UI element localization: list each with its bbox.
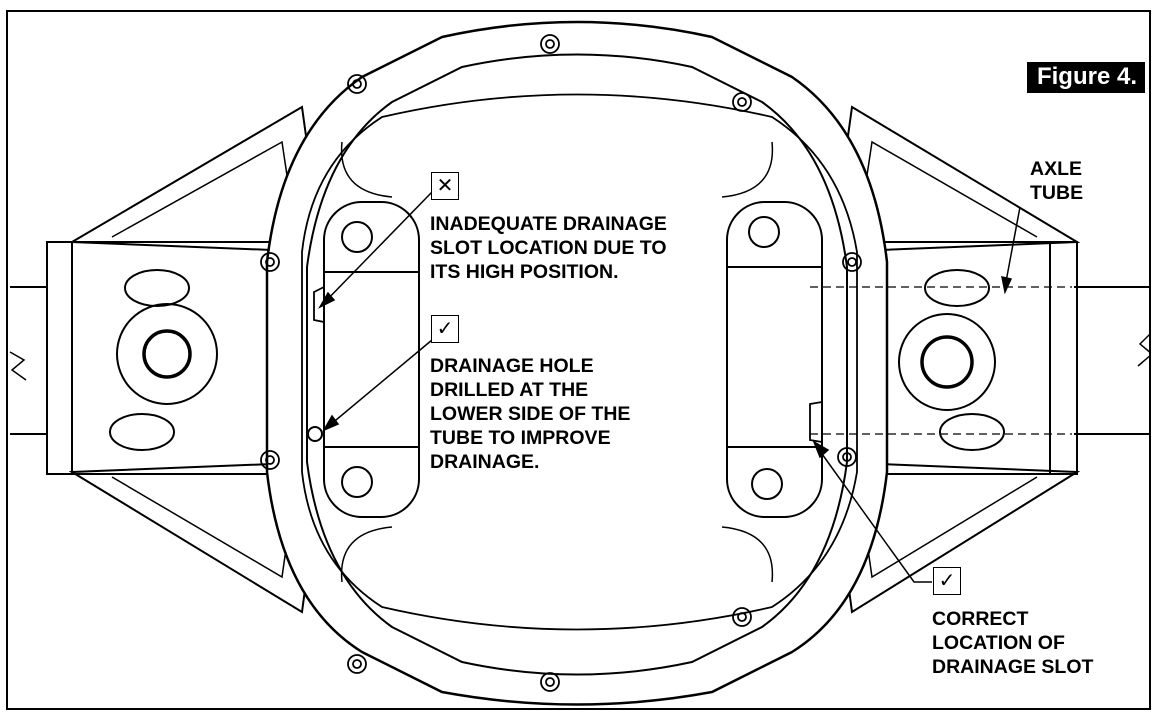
housing-cavity (301, 93, 858, 631)
dashed-tube-lines (810, 286, 1072, 435)
figure-frame: Figure 4. ✕ INADEQUATE DRAINAGE SLOT LOC… (6, 10, 1151, 710)
correct-note: CORRECT LOCATION OF DRAINAGE SLOT (932, 607, 1094, 679)
correct-check-box: ✓ (933, 567, 961, 595)
drilled-check-box: ✓ (431, 315, 459, 343)
flange-bolts (260, 34, 862, 692)
right-axle-tube (1074, 286, 1149, 435)
left-axle-tube (9, 286, 47, 435)
figure-label: Figure 4. (1026, 62, 1145, 93)
axle-tube-label: AXLE TUBE (1030, 157, 1084, 205)
leader-lines (318, 191, 1021, 583)
right-inner-tube (726, 201, 823, 518)
inadequate-x-box: ✕ (431, 172, 459, 200)
inadequate-note: INADEQUATE DRAINAGE SLOT LOCATION DUE TO… (430, 212, 667, 284)
drilled-note: DRAINAGE HOLE DRILLED AT THE LOWER SIDE … (430, 354, 631, 474)
left-inner-tube (307, 201, 420, 518)
